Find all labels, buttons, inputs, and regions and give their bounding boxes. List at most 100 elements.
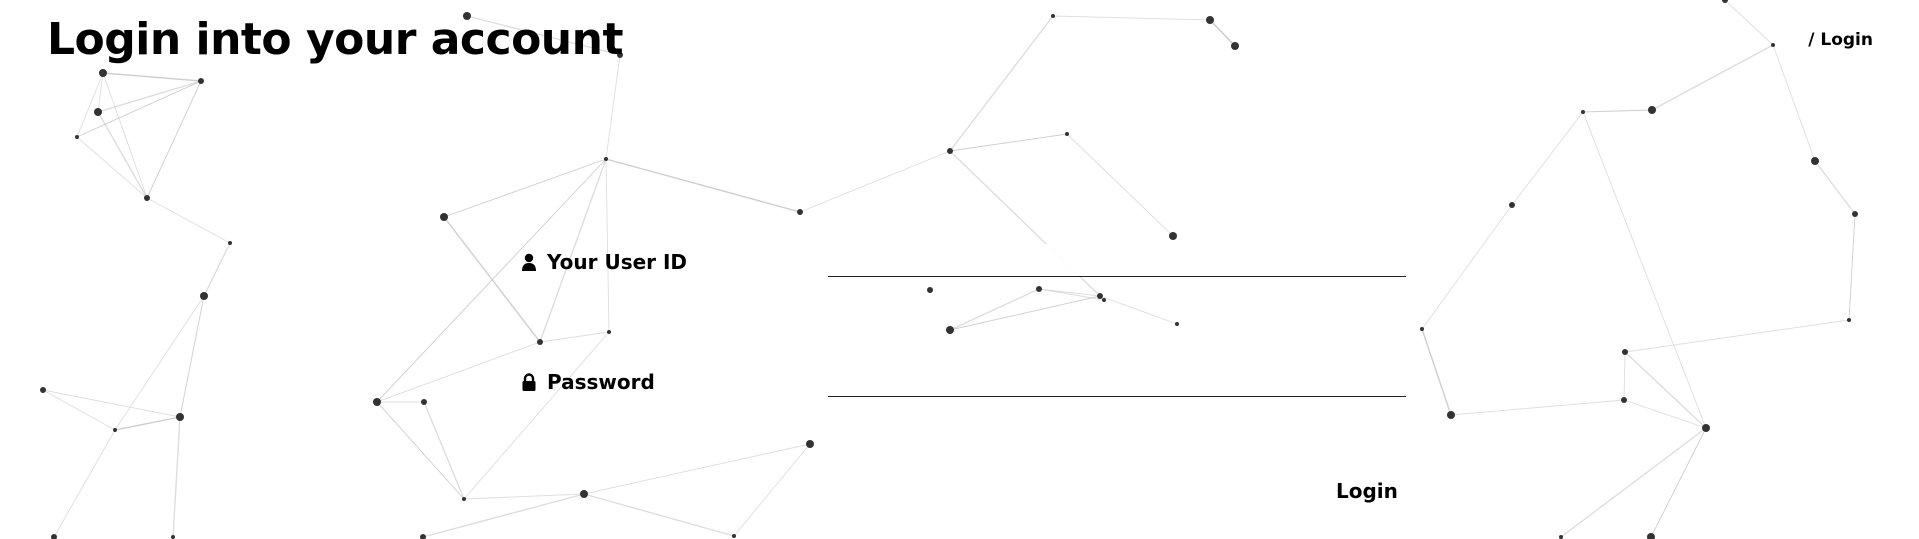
network-node — [462, 497, 466, 501]
network-line — [733, 443, 811, 537]
network-line — [605, 158, 610, 333]
network-node — [947, 148, 953, 154]
network-line — [1582, 109, 1653, 113]
network-node — [373, 398, 381, 406]
network-node — [200, 292, 208, 300]
network-node — [1509, 202, 1515, 208]
network-node — [1647, 533, 1655, 539]
user-icon — [522, 253, 536, 271]
network-line — [76, 72, 104, 138]
network-node — [1447, 411, 1455, 419]
network-node — [927, 287, 933, 293]
network-line — [539, 331, 610, 343]
network-line — [114, 295, 205, 431]
network-line — [605, 54, 621, 160]
network-line — [422, 493, 585, 538]
network-line — [203, 242, 231, 297]
network-line — [114, 416, 181, 431]
network-line — [1209, 19, 1236, 47]
network-line — [1724, 0, 1774, 46]
network-node — [732, 534, 736, 538]
network-node — [1559, 535, 1563, 539]
user-id-label-text: Your User ID — [547, 250, 688, 274]
network-node — [1811, 157, 1819, 165]
network-node — [1231, 42, 1239, 50]
network-line — [443, 158, 607, 218]
network-node — [1722, 0, 1728, 3]
network-node — [1102, 298, 1106, 302]
network-line — [53, 429, 116, 538]
network-node — [1206, 16, 1214, 24]
network-line — [376, 401, 465, 500]
network-line — [1038, 288, 1101, 297]
network-node — [421, 399, 427, 405]
network-line — [1624, 351, 1707, 429]
network-line — [1814, 160, 1856, 215]
network-line — [76, 80, 202, 138]
network-line — [799, 150, 951, 213]
network-line — [146, 80, 202, 199]
network-node — [580, 490, 588, 498]
network-node — [198, 78, 204, 84]
network-line — [102, 72, 202, 82]
network-node — [420, 534, 426, 539]
network-node — [1051, 14, 1055, 18]
network-line — [97, 80, 202, 113]
network-line — [466, 15, 621, 56]
network-node — [176, 413, 184, 421]
login-button[interactable]: Login — [1336, 479, 1398, 503]
network-line — [949, 15, 1054, 152]
breadcrumb[interactable]: / Login — [1808, 30, 1873, 50]
network-line — [583, 443, 811, 495]
password-input[interactable] — [828, 364, 1406, 397]
network-node — [604, 157, 608, 161]
network-line — [1421, 328, 1452, 416]
network-line — [1052, 15, 1211, 21]
network-line — [1624, 319, 1850, 353]
network-line — [1772, 44, 1816, 162]
network-line — [1623, 399, 1707, 429]
network-line — [949, 295, 1101, 331]
network-node — [1036, 286, 1042, 292]
network-node — [617, 52, 623, 58]
network-line — [1623, 351, 1626, 401]
network-node — [144, 195, 150, 201]
network-node — [51, 534, 57, 539]
network-node — [1702, 424, 1710, 432]
network-node — [1420, 327, 1424, 331]
network-node — [1771, 43, 1775, 47]
network-line — [423, 401, 465, 500]
network-node — [75, 135, 79, 139]
user-id-label: Your User ID — [521, 250, 687, 274]
network-node — [1847, 318, 1851, 322]
network-node — [94, 108, 102, 116]
network-line — [463, 493, 585, 500]
network-line — [179, 295, 205, 418]
network-node — [607, 330, 611, 334]
network-line — [146, 197, 231, 244]
network-line — [463, 331, 610, 500]
network-line — [1582, 111, 1707, 429]
network-node — [40, 387, 46, 393]
network-line — [949, 133, 1068, 152]
user-id-input[interactable] — [828, 244, 1406, 277]
network-node — [463, 12, 471, 20]
network-node — [440, 213, 448, 221]
lock-icon — [522, 373, 536, 391]
network-line — [97, 111, 148, 199]
network-line — [1651, 44, 1774, 111]
network-line — [1848, 213, 1856, 321]
network-line — [1650, 427, 1707, 538]
network-node — [1581, 110, 1585, 114]
network-node — [1852, 211, 1858, 217]
network-node — [1621, 397, 1627, 403]
network-line — [539, 158, 607, 343]
network-node — [797, 209, 803, 215]
network-line — [376, 341, 541, 403]
network-line — [1038, 288, 1105, 301]
network-node — [1065, 132, 1069, 136]
password-label-text: Password — [547, 370, 655, 394]
network-line — [102, 72, 148, 199]
network-line — [1066, 133, 1174, 237]
